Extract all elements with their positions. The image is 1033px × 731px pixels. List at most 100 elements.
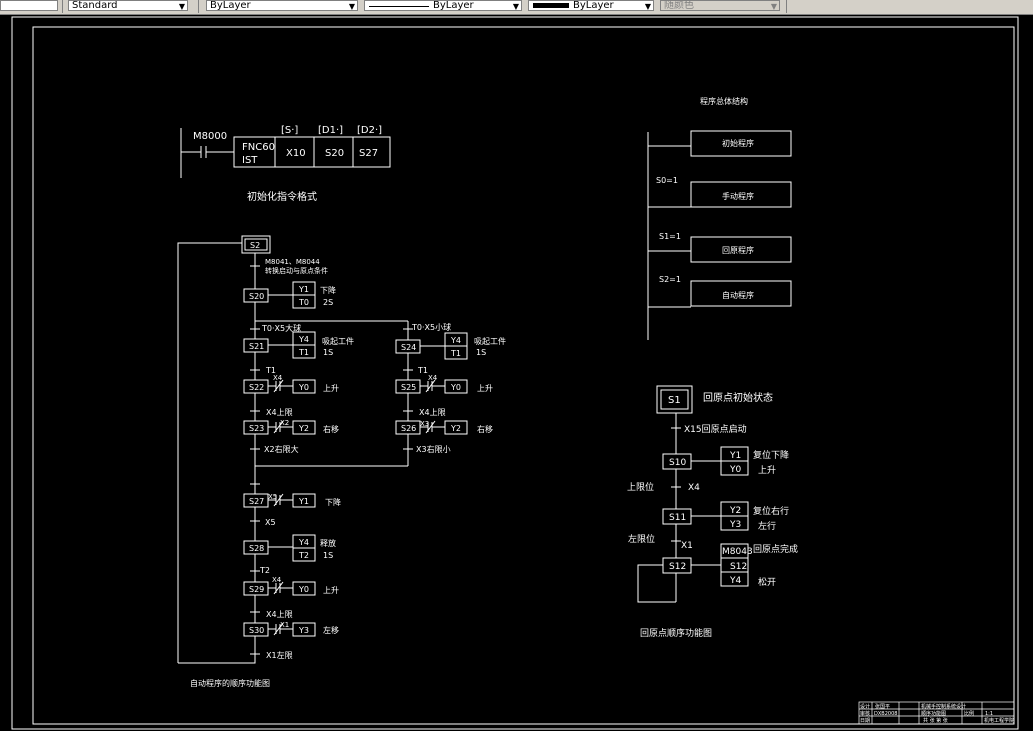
out-y4-c: Y4 [298, 538, 309, 547]
out-y4: Y4 [298, 335, 309, 344]
home-out-m8043: M8043 [722, 547, 753, 557]
trans-t2: T2 [259, 566, 270, 575]
fnc-name: IST [242, 155, 258, 166]
home-act-left: 左行 [758, 520, 776, 532]
trans-x15: X15回原点启动 [684, 423, 747, 435]
out-y0: Y0 [298, 383, 309, 392]
chevron-down-icon: ▼ [512, 2, 519, 11]
trans-t1-b: T1 [417, 366, 428, 375]
contact-x4-b: X4 [428, 374, 438, 382]
linetype-preview [369, 6, 429, 7]
out-y4-b: Y4 [450, 336, 461, 345]
home-act-up: 上升 [758, 465, 776, 476]
step-s23: S23 [249, 424, 264, 433]
tb-project: 机械手控制系统设计 [921, 703, 966, 710]
out-y2: Y2 [298, 424, 309, 433]
tb-scale: 1:1 [985, 711, 993, 717]
trans-big: T0·X5大球 [261, 323, 301, 333]
out-y0-c: Y0 [298, 585, 309, 594]
trans-x4up-a: X4上限 [266, 408, 293, 417]
contact-x4-c: X4 [272, 576, 282, 584]
plot-style-dropdown: 随颜色▼ [660, 0, 780, 11]
operand-header-s: [S·] [281, 125, 298, 136]
act-2s: 2S [323, 298, 333, 307]
step-s27: S27 [249, 497, 264, 506]
step-s22: S22 [249, 383, 264, 392]
home-out-y3: Y3 [729, 520, 741, 530]
lineweight-value: ByLayer [573, 0, 614, 11]
tb-designer: 张国平 [875, 703, 890, 710]
step-s21: S21 [249, 342, 264, 351]
toolbar-left-field[interactable] [0, 0, 58, 11]
tb-design: 设计 [860, 703, 870, 710]
home-caption: 回原点顺序功能图 [640, 627, 712, 639]
step-s28: S28 [249, 544, 264, 553]
contact-x1: X1 [280, 621, 289, 629]
lineweight-preview [533, 3, 569, 8]
auto-sfc: S2 M8041、M8044 转换启动与原点条件 S20 Y1 T0 下降 2S… [177, 235, 506, 688]
out-t0: T0 [298, 298, 309, 307]
home-act-reset-right: 复位右行 [753, 505, 789, 517]
act-right-b: 右移 [477, 424, 493, 434]
operand-header-d1: [D1·] [318, 125, 343, 136]
out-y2-b: Y2 [450, 424, 461, 433]
contact-x2: X2 [280, 419, 289, 427]
act-down-b: 下降 [325, 497, 341, 507]
home-out-y0: Y0 [729, 465, 741, 475]
lineweight-dropdown[interactable]: ByLayer ▼ [528, 0, 654, 11]
inner-frame [32, 26, 1015, 725]
linetype-dropdown[interactable]: ByLayer ▼ [364, 0, 522, 11]
step-s20: S20 [249, 292, 264, 301]
out-y0-b: Y0 [450, 383, 461, 392]
trans-x3min: X3右限小 [416, 444, 451, 454]
home-out-y1: Y1 [729, 451, 741, 461]
out-t1-b: T1 [450, 349, 461, 358]
chevron-down-icon: ▼ [348, 2, 355, 11]
cond-s1: S1=1 [659, 232, 681, 241]
chevron-down-icon: ▼ [644, 2, 651, 11]
act-left: 左移 [323, 625, 339, 635]
trans-x4up-c: X4上限 [266, 610, 293, 619]
act-up-b: 上升 [477, 384, 493, 393]
block-init: 初始程序 [722, 138, 754, 148]
step-s11: S11 [669, 513, 686, 523]
linetype-value: ByLayer [433, 0, 474, 11]
text-style-dropdown[interactable]: Standard ▼ [68, 0, 188, 11]
layer-color-value: ByLayer [210, 0, 251, 11]
step-s2: S2 [250, 241, 260, 250]
act-1s-c: 1S [323, 551, 333, 560]
step-s1: S1 [668, 395, 681, 406]
outer-frame [11, 16, 1019, 730]
toolbar-separator [62, 0, 63, 13]
home-sfc: S1 回原点初始状态 X15回原点启动 S10 Y1 Y0 复位下降 上升 上限… [627, 385, 798, 639]
contact-x5: X5 [268, 493, 277, 501]
home-act-release: 松开 [758, 576, 776, 588]
trans-x4: X4 [688, 483, 700, 493]
trans-t1-a: T1 [265, 366, 276, 375]
step-s24: S24 [401, 343, 416, 352]
toolbar-separator [198, 0, 199, 13]
auto-caption: 自动程序的顺序功能图 [190, 678, 270, 688]
act-pick: 吸起工件 [322, 336, 354, 346]
cond-s0: S0=1 [656, 176, 678, 185]
text-style-value: Standard [72, 0, 118, 11]
layer-color-dropdown[interactable]: ByLayer ▼ [206, 0, 358, 11]
home-act-done: 回原点完成 [753, 543, 798, 555]
tb-sheets: 共 张 第 张 [923, 717, 948, 724]
init-caption: 初始化指令格式 [247, 190, 317, 203]
act-up-c: 上升 [323, 586, 339, 595]
title-block: 设计 张国平 机械手控制系统设计 审核 DXB2008 顺序功能图 比例 1:1… [858, 701, 1015, 725]
tb-school: 机电工程学院 [984, 717, 1014, 724]
cond-s2: S2=1 [659, 275, 681, 284]
chevron-down-icon: ▼ [178, 2, 185, 11]
home-out-y2: Y2 [729, 506, 741, 516]
step-s10: S10 [669, 458, 686, 468]
structure-title: 程序总体结构 [700, 96, 748, 106]
label-left-limit: 左限位 [628, 533, 655, 545]
trans-small: T0·X5小球 [411, 322, 451, 332]
act-1s-b: 1S [476, 348, 486, 357]
act-right: 右移 [323, 424, 339, 434]
tb-check: 审核 [860, 710, 870, 717]
tb-date: 日期 [860, 718, 870, 724]
